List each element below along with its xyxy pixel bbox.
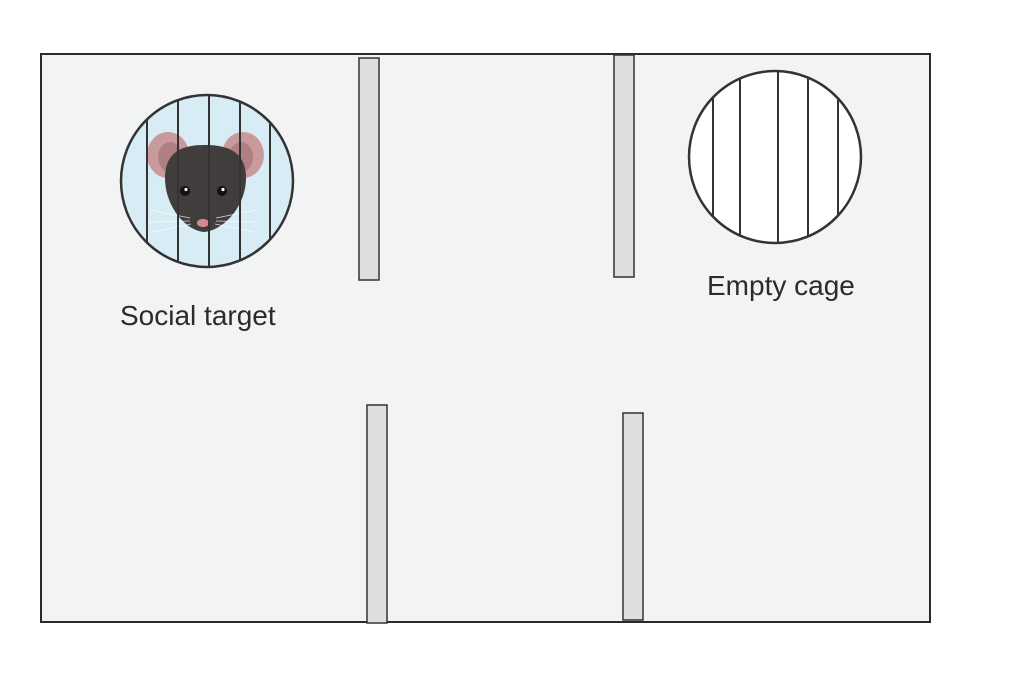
wall-bottom-right: [622, 412, 644, 621]
social-target-cage: [119, 93, 295, 269]
social-target-label: Social target: [120, 300, 276, 331]
wall-top-left: [358, 57, 380, 281]
wall-bottom-left: [366, 404, 388, 624]
wall-top-right: [613, 54, 635, 278]
empty-cage-label: Empty cage: [707, 270, 855, 301]
